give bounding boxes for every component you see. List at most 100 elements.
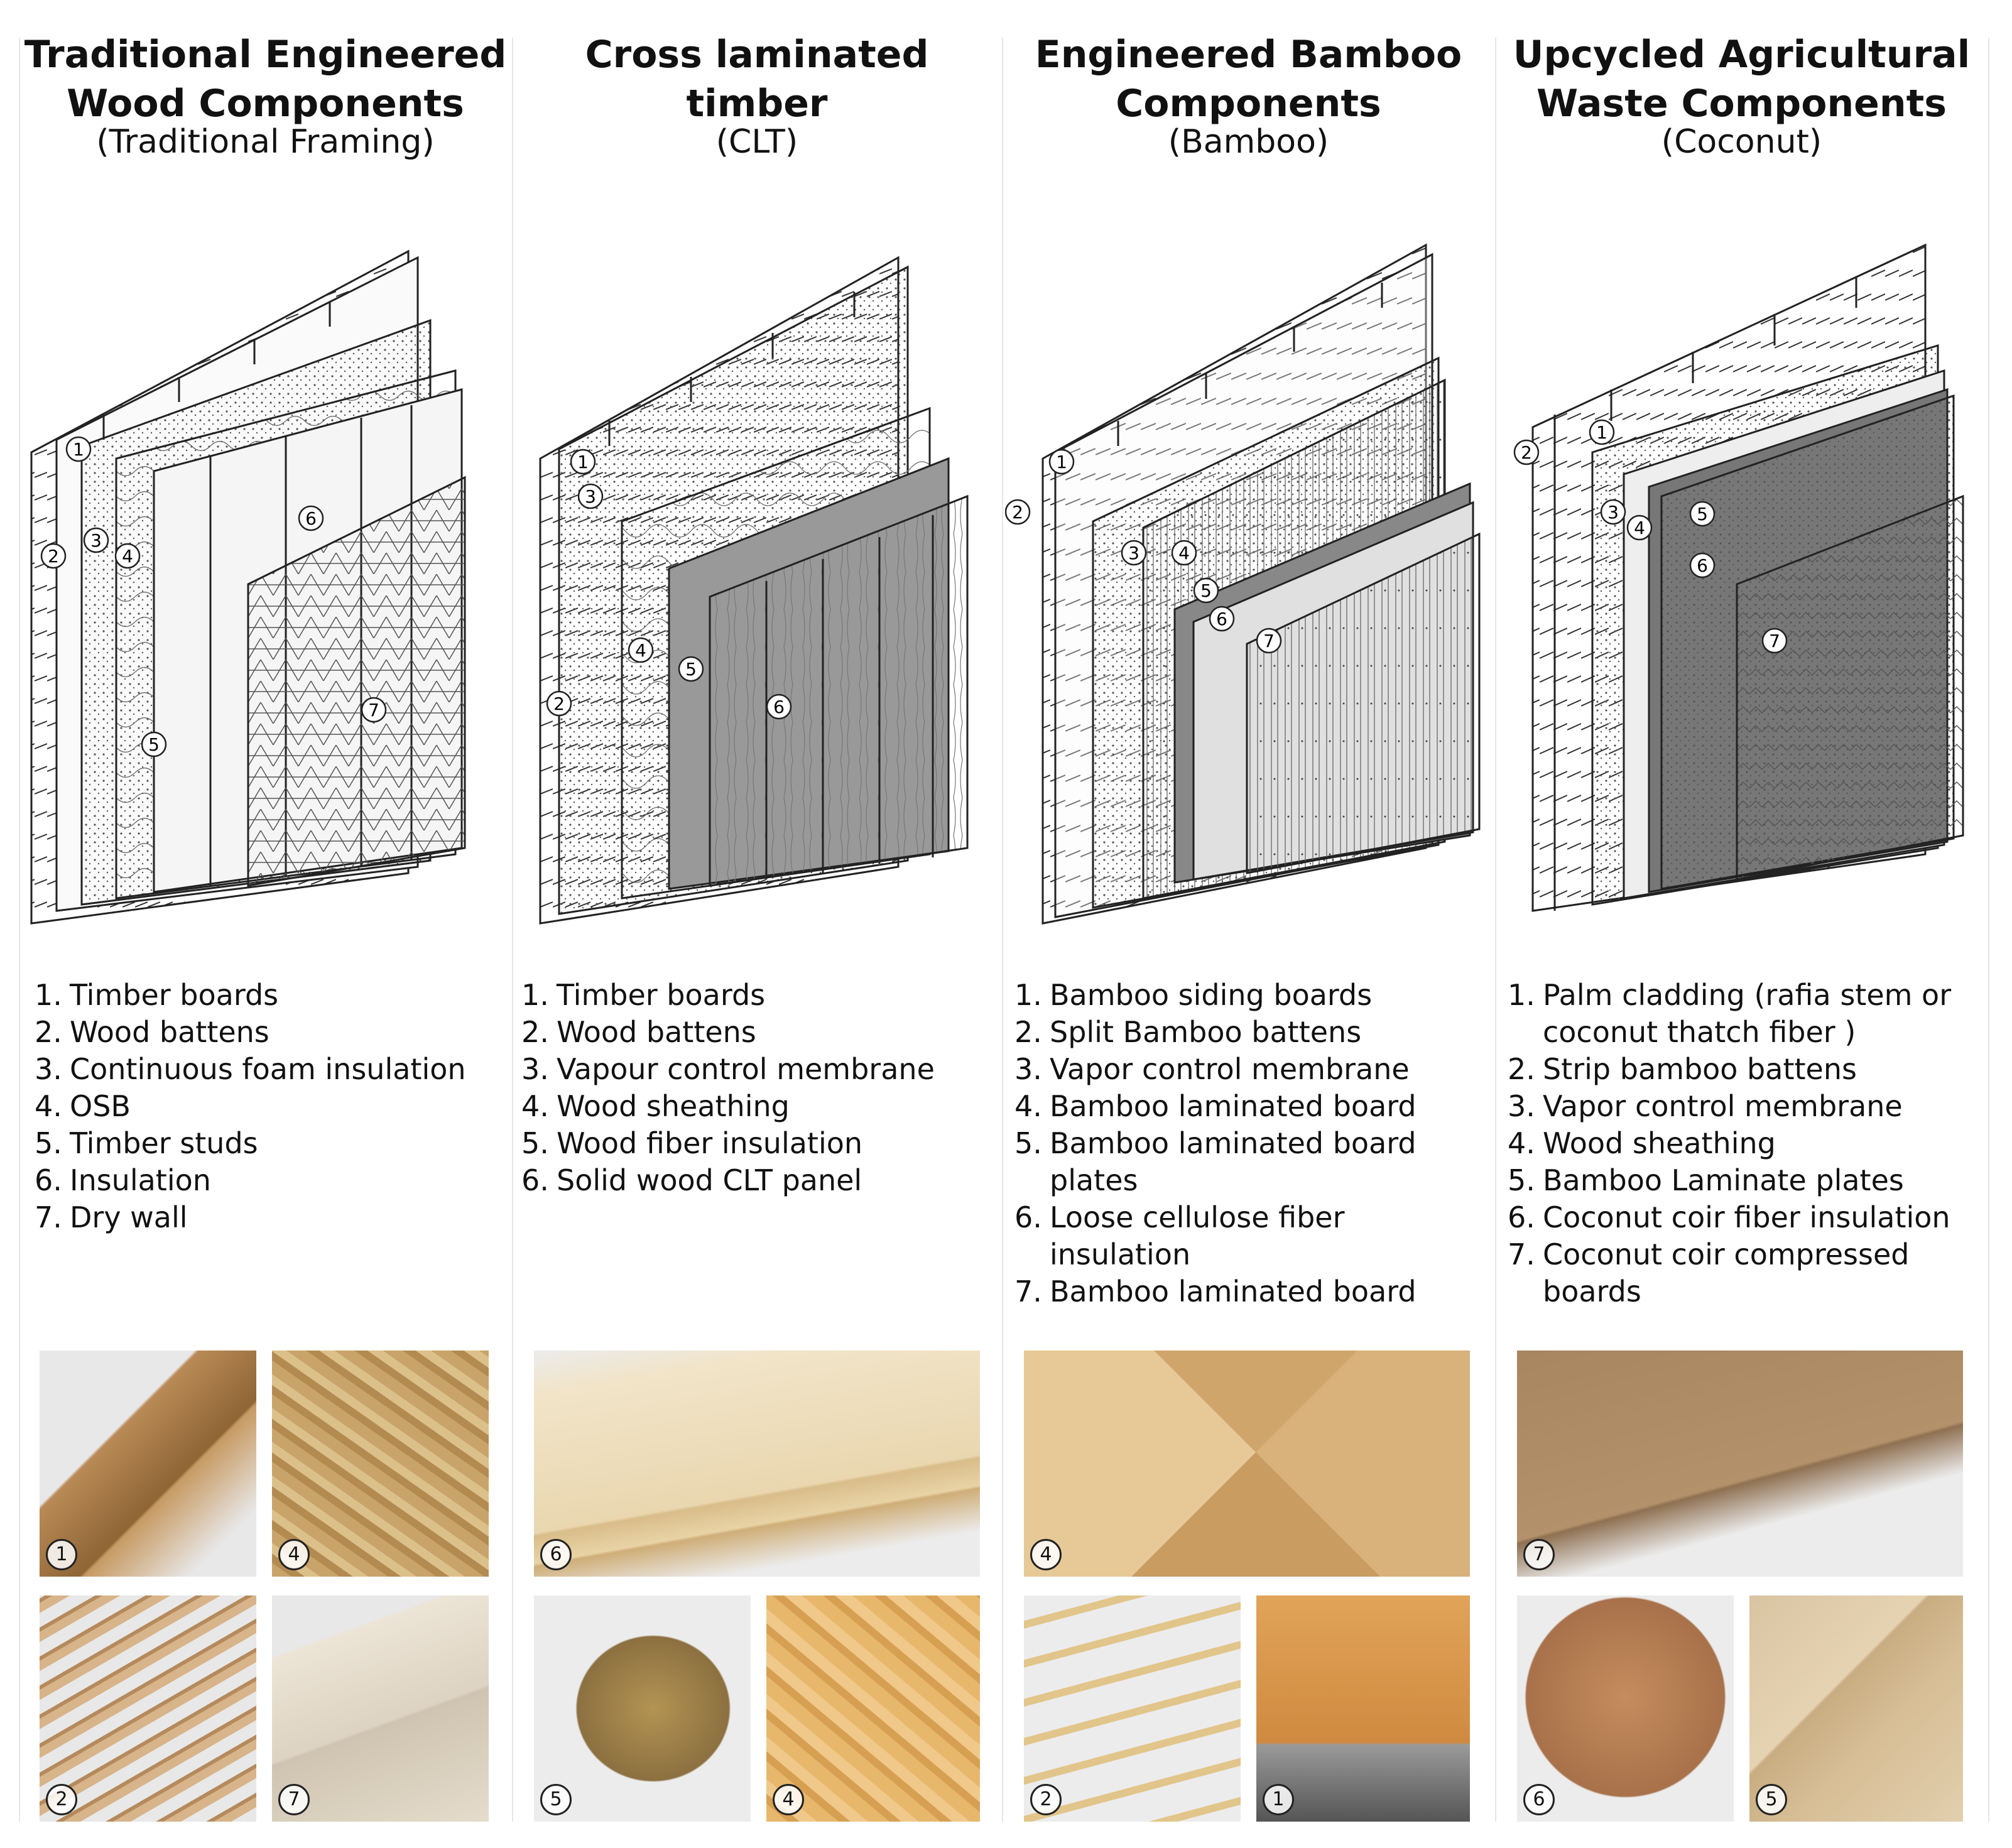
legend-item: 4.Bamboo laminated board [1014, 1089, 1417, 1123]
svg-text:5: 5 [1200, 580, 1212, 601]
column-subtitle: (Bamboo) [1168, 123, 1329, 161]
svg-text:4: 4 [635, 640, 646, 661]
material-photo: 2 [40, 1595, 256, 1822]
column-clt: Cross laminated timber (CLT) [515, 0, 999, 1848]
photo-label: 7 [278, 1784, 310, 1815]
column-subtitle: (CLT) [715, 123, 798, 161]
column-bamboo: Engineered Bamboo Components (Bamboo) [1005, 0, 1492, 1848]
legend-item: 6.Solid wood CLT panel [521, 1163, 862, 1197]
svg-text:3: 3 [1128, 543, 1139, 563]
svg-text:5: 5 [148, 734, 160, 755]
diagram-callouts: 1 2 3 4 5 6 7 [1513, 419, 1788, 654]
column-title: Cross laminated timber [585, 33, 929, 126]
component-legend: 1.Timber boards 2.Wood battens 3.Continu… [35, 977, 499, 1236]
legend-item: 1.Bamboo siding boards [1014, 978, 1373, 1012]
legend-item: 7.Coconut coir compressed boards [1508, 1237, 1910, 1308]
photo-label: 6 [540, 1539, 572, 1570]
wall-assembly-diagram-traditional: 1 2 3 4 5 6 7 [30, 249, 466, 925]
svg-text:3: 3 [90, 530, 102, 551]
svg-text:5: 5 [685, 659, 697, 680]
photo-label: 2 [46, 1784, 77, 1815]
column-divider [1495, 38, 1496, 1822]
svg-text:5: 5 [1697, 504, 1708, 525]
photo-label: 4 [1030, 1539, 1062, 1570]
photo-label: 7 [1523, 1539, 1555, 1570]
photo-label: 6 [1523, 1784, 1555, 1815]
column-subtitle: (Traditional Framing) [96, 123, 435, 161]
material-photo: 4 [272, 1351, 489, 1577]
legend-item: 5.Wood fiber insulation [521, 1126, 863, 1160]
photo-label: 5 [540, 1784, 572, 1815]
legend-item: 6.Loose cellulose fiber insulation [1014, 1200, 1345, 1271]
svg-text:4: 4 [122, 546, 133, 567]
legend-item: 1.Timber boards [521, 978, 766, 1012]
svg-text:3: 3 [585, 486, 596, 507]
legend-item: 2.Wood battens [35, 1015, 269, 1049]
legend-item: 3.Vapor control membrane [1014, 1052, 1410, 1086]
diagram-callouts: 1 2 3 4 5 6 7 [40, 436, 387, 758]
svg-text:7: 7 [1263, 631, 1275, 651]
column-divider [19, 38, 20, 1822]
column-divider [1002, 38, 1003, 1822]
svg-text:7: 7 [1769, 631, 1780, 651]
material-photo: 6 [1517, 1595, 1734, 1822]
column-title: Engineered Bamboo Components [1035, 33, 1462, 126]
wall-assembly-diagram-coconut: 1 2 3 4 5 6 7 [1513, 243, 1964, 912]
legend-item: 1. Palm cladding (rafia stem or coconut … [1508, 978, 1952, 1049]
material-photo: 4 [1024, 1351, 1470, 1577]
legend-item: 6.Insulation [35, 1163, 211, 1197]
material-photo: 1 [1256, 1595, 1470, 1822]
photo-label: 5 [1756, 1784, 1787, 1815]
legend-item: 4.Wood sheathing [1508, 1126, 1776, 1160]
legend-item: 2.Split Bamboo battens [1014, 1015, 1362, 1049]
svg-text:1: 1 [1596, 422, 1607, 443]
legend-item: 5.Bamboo laminated board plates [1014, 1126, 1417, 1197]
material-photo: 5 [1749, 1595, 1963, 1822]
legend-item: 2.Strip bamboo battens [1508, 1052, 1857, 1086]
column-title: Traditional Engineered Wood Components [24, 33, 507, 126]
svg-text:2: 2 [1012, 502, 1023, 523]
diagram-callouts: 1 2 3 4 5 6 7 [1005, 448, 1282, 654]
svg-text:4: 4 [1178, 543, 1190, 563]
svg-text:1: 1 [73, 439, 84, 460]
legend-item: 3.Continuous foam insulation [35, 1052, 466, 1086]
legend-item: 4.Wood sheathing [521, 1089, 790, 1123]
svg-text:6: 6 [773, 697, 785, 717]
photo-label: 2 [1030, 1784, 1062, 1815]
column-divider [512, 38, 513, 1822]
svg-text:6: 6 [1216, 609, 1227, 629]
material-photo: 7 [272, 1595, 489, 1822]
wall-assembly-diagram-clt: 1 2 3 4 5 6 [539, 256, 969, 925]
legend-item: 5.Timber studs [35, 1126, 258, 1160]
column-coconut: Upcycled Agricultural Waste Components (… [1498, 0, 1985, 1848]
column-divider [1988, 38, 1989, 1822]
photo-label: 4 [278, 1539, 310, 1570]
component-legend: 1.Bamboo siding boards 2.Split Bamboo ba… [1014, 977, 1486, 1310]
diagram-callouts: 1 2 3 4 5 6 [546, 448, 792, 720]
svg-text:2: 2 [553, 693, 565, 714]
svg-text:3: 3 [1607, 502, 1619, 523]
legend-item: 5.Bamboo Laminate plates [1508, 1163, 1904, 1197]
svg-text:2: 2 [48, 546, 59, 567]
material-photo: 2 [1024, 1595, 1241, 1822]
column-title: Upcycled Agricultural Waste Components [1513, 33, 1971, 126]
legend-item: 7.Dry wall [35, 1200, 188, 1234]
column-subtitle: (Coconut) [1661, 123, 1822, 161]
column-traditional: Traditional Engineered Wood Components (… [22, 0, 509, 1848]
component-legend: 1. Palm cladding (rafia stem or coconut … [1508, 977, 1979, 1310]
svg-text:7: 7 [368, 700, 379, 720]
photo-label: 4 [773, 1784, 804, 1815]
wall-assembly-diagram-bamboo: 1 2 3 4 5 6 7 [1005, 243, 1481, 925]
photo-label: 1 [1263, 1784, 1294, 1815]
svg-text:6: 6 [305, 508, 317, 529]
svg-text:1: 1 [577, 452, 589, 472]
legend-item: 2.Wood battens [521, 1015, 756, 1049]
svg-text:6: 6 [1697, 555, 1708, 576]
material-photo: 6 [534, 1351, 980, 1577]
photo-label: 1 [46, 1539, 77, 1570]
material-photo: 4 [766, 1595, 980, 1822]
svg-text:1: 1 [1056, 452, 1067, 472]
legend-item: 3.Vapour control membrane [521, 1052, 935, 1086]
legend-item: 6.Coconut coir fiber insulation [1508, 1200, 1950, 1234]
component-legend: 1.Timber boards 2.Wood battens 3.Vapour … [521, 977, 992, 1199]
